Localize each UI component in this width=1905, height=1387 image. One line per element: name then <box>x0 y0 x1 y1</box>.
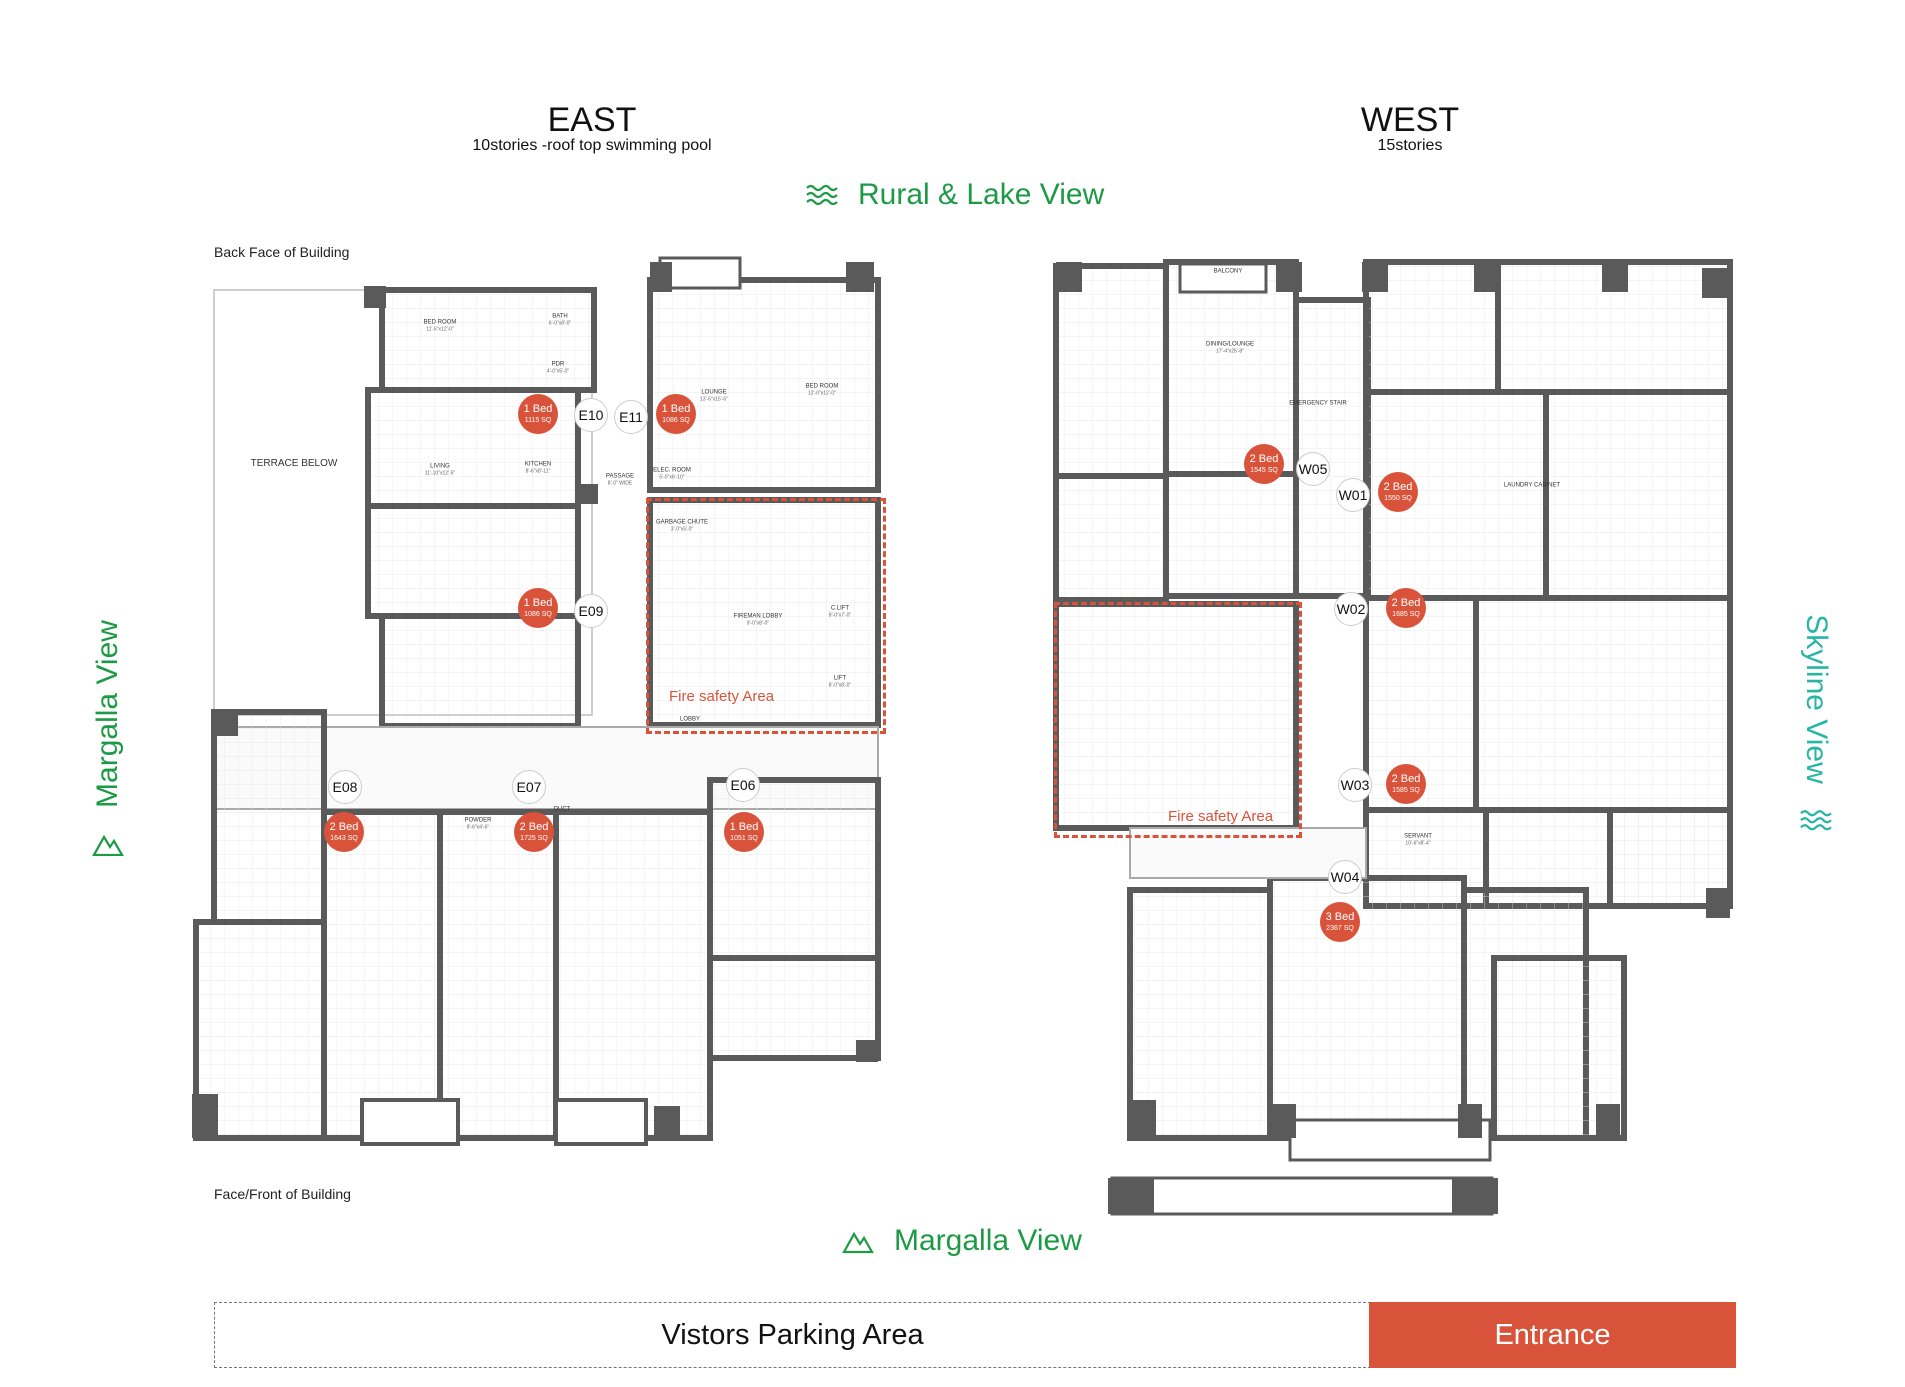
fire-safety-label-west: Fire safety Area <box>1168 808 1274 825</box>
room-label: DUCT <box>553 806 571 813</box>
east-title: EAST <box>547 101 637 139</box>
water-icon-right <box>1800 809 1832 830</box>
room-label: LOBBY <box>679 716 701 723</box>
east-subtitle: 10stories -roof top swimming pool <box>472 137 712 154</box>
east-block <box>193 256 881 1146</box>
unit-code-e09: E09 <box>574 594 608 628</box>
unit-code-e07: E07 <box>512 770 546 804</box>
top-view-label: Rural & Lake View <box>858 178 1105 211</box>
right-view: Skyline View <box>1799 614 1833 836</box>
left-view: Margalla View <box>91 620 125 860</box>
room-label: LAUNDRY CABINET <box>1503 482 1561 489</box>
visitors-parking-area: Vistors Parking Area <box>214 1302 1371 1368</box>
west-subtitle: 15stories <box>1377 137 1443 154</box>
terrace-label: TERRACE BELOW <box>250 458 338 469</box>
back-face-note: Back Face of Building <box>214 244 350 260</box>
bottom-view-label: Margalla View <box>894 1224 1082 1257</box>
unit-code-w05: W05 <box>1296 452 1330 486</box>
unit-code-w01: W01 <box>1336 478 1370 512</box>
columns <box>192 262 1730 1214</box>
room-label: BALCONY <box>1213 268 1243 275</box>
room-label: EMERGENCY STAIR <box>1289 400 1347 407</box>
mountain-icon-left <box>92 834 124 857</box>
fire-safety-box-east <box>646 498 886 734</box>
entrance-button[interactable]: Entrance <box>1369 1302 1736 1368</box>
bottom-view: Margalla View <box>842 1224 1082 1258</box>
west-title: WEST <box>1360 101 1460 139</box>
unit-code-e10: E10 <box>574 398 608 432</box>
unit-code-w03: W03 <box>1338 768 1372 802</box>
top-view: Rural & Lake View <box>806 178 1104 212</box>
mountain-icon <box>842 1231 874 1254</box>
fire-safety-box-west <box>1054 602 1302 838</box>
unit-code-e06: E06 <box>726 768 760 802</box>
front-face-note: Face/Front of Building <box>214 1186 351 1202</box>
west-block <box>1053 259 1733 1216</box>
unit-code-w04: W04 <box>1328 860 1362 894</box>
unit-code-w02: W02 <box>1334 592 1368 626</box>
fire-safety-label-east: Fire safety Area <box>669 688 775 705</box>
unit-code-e11: E11 <box>614 400 648 434</box>
water-icon <box>806 184 838 206</box>
unit-code-e08: E08 <box>328 770 362 804</box>
